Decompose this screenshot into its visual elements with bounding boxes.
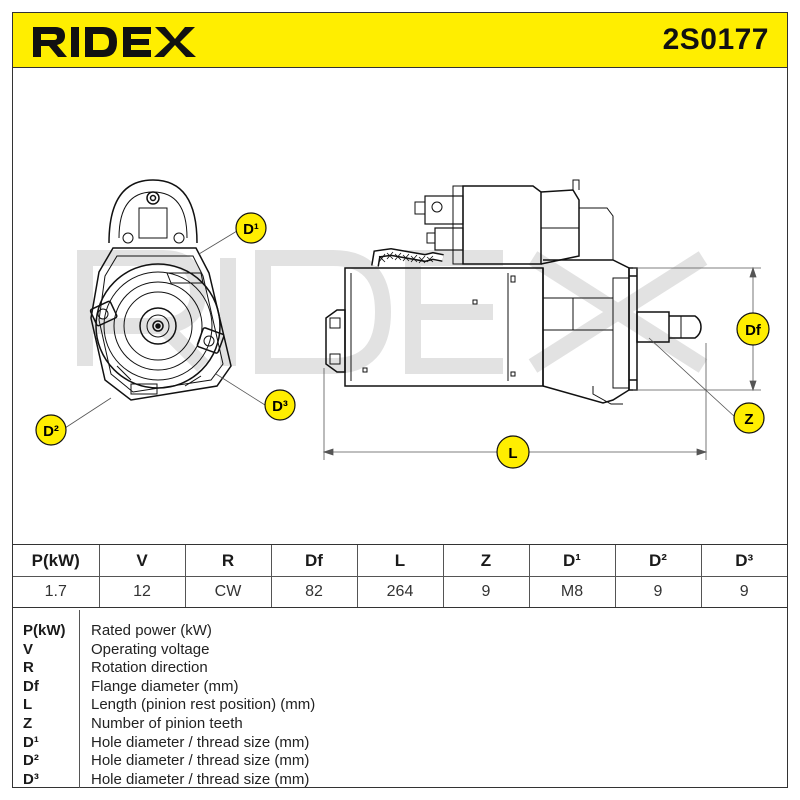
legend-description: Hole diameter / thread size (mm) — [91, 752, 310, 770]
spec-header-cell: D¹ — [528, 545, 615, 577]
header-bar: 2S0177 — [13, 13, 787, 68]
legend-code: D³ — [23, 770, 39, 788]
ridex-logo — [33, 27, 196, 57]
spec-value-cell: 12 — [98, 576, 185, 607]
legend-description: Flange diameter (mm) — [91, 677, 239, 695]
svg-text:D³: D³ — [272, 398, 288, 415]
spec-header-cell: P(kW) — [13, 545, 99, 577]
svg-text:D¹: D¹ — [243, 221, 259, 238]
part-number: 2S0177 — [662, 23, 769, 56]
spec-value-cell: 9 — [614, 576, 701, 607]
legend-code: Df — [23, 677, 39, 695]
technical-drawing: D¹ D² D³ Df Z L — [13, 68, 787, 546]
legend-code: D² — [23, 752, 39, 770]
front-view — [89, 179, 232, 401]
legend-code: L — [23, 696, 33, 714]
spec-value-cell: 9 — [700, 576, 787, 607]
spec-value-cell: CW — [184, 576, 271, 607]
callout-d1: D¹ — [235, 212, 267, 244]
spec-header-cell: V — [98, 545, 185, 577]
spec-header-cell: L — [356, 545, 443, 577]
legend-description: Hole diameter / thread size (mm) — [91, 770, 310, 788]
callout-d2: D² — [35, 414, 67, 446]
spec-header-cell: Df — [270, 545, 357, 577]
legend-code: P(kW) — [23, 622, 66, 639]
callout-z: Z — [733, 402, 765, 434]
callout-d3: D³ — [264, 389, 296, 421]
legend-description: Operating voltage — [91, 640, 210, 658]
spec-value-cell: M8 — [528, 576, 615, 607]
svg-text:L: L — [508, 445, 517, 462]
datasheet: 2S0177 — [12, 12, 788, 788]
spec-header-cell: R — [184, 545, 271, 577]
callout-l: L — [496, 435, 530, 469]
legend-description: Length (pinion rest position) (mm) — [91, 696, 316, 714]
spec-header-cell: Z — [442, 545, 529, 577]
spec-value-cell: 1.7 — [44, 583, 67, 600]
svg-text:D²: D² — [43, 423, 59, 440]
spec-value-cell: 9 — [442, 576, 529, 607]
callout-df: Df — [736, 312, 770, 346]
legend-description: Rotation direction — [91, 659, 208, 677]
spec-header-cell: D³ — [700, 545, 787, 577]
spec-header-cell: D² — [614, 545, 701, 577]
legend-description: Number of pinion teeth — [91, 715, 243, 732]
spec-value-cell: 264 — [356, 576, 443, 607]
legend-code: V — [23, 640, 34, 658]
legend-description: Rated power (kW) — [91, 622, 212, 639]
legend-code: D¹ — [23, 733, 39, 751]
watermark-logo — [77, 250, 708, 374]
starter-motor-drawing: D¹ D² D³ Df Z L — [35, 179, 770, 469]
legend-divider — [79, 610, 80, 788]
legend-code: Z — [23, 715, 33, 732]
svg-text:Z: Z — [744, 411, 753, 428]
legend-description: Hole diameter / thread size (mm) — [91, 733, 310, 751]
spec-value-cell: 82 — [270, 576, 357, 607]
legend-code: R — [23, 659, 34, 677]
svg-text:Df: Df — [745, 322, 762, 339]
